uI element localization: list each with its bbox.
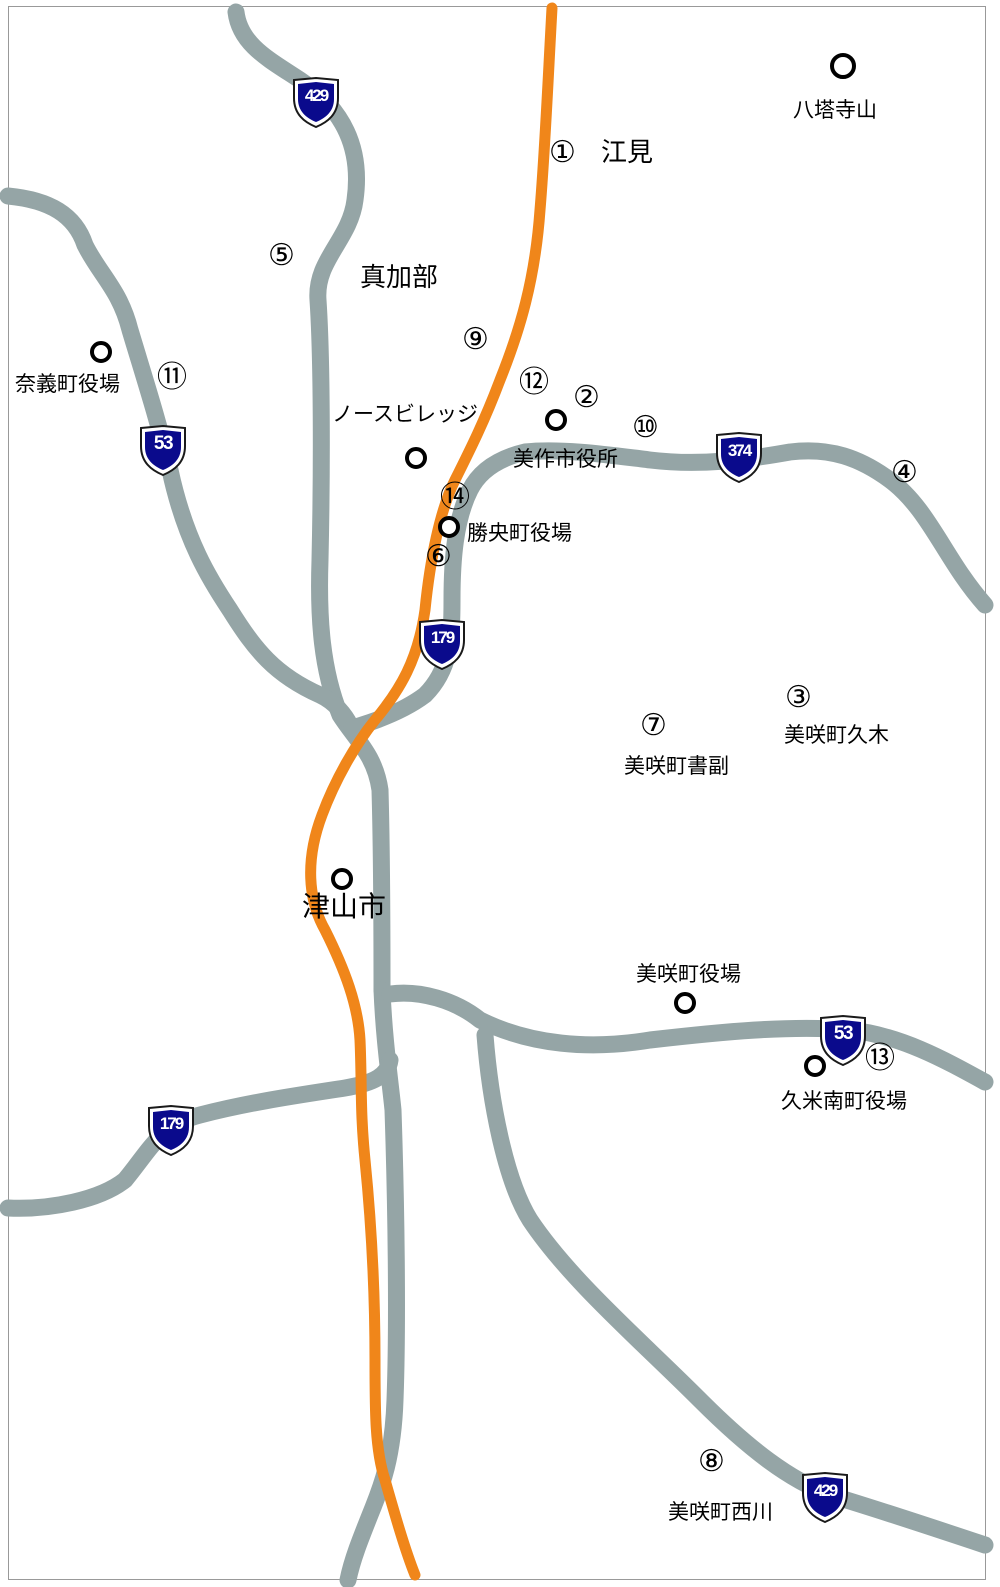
point-12: ⑫ <box>519 365 549 400</box>
label-emi: 江見 <box>601 138 654 168</box>
label-misaki-nishikawa: 美咲町西川 <box>668 1500 773 1524</box>
label-tsuyama: 津山市 <box>302 890 387 923</box>
route-shield-53-west: 53 <box>139 424 187 476</box>
road-route-429-south <box>476 1026 994 1554</box>
label-mimasaka-office: 美作市役所 <box>513 447 618 471</box>
route-shield-374: 374 <box>715 431 763 483</box>
point-9: ⑨ <box>462 322 489 357</box>
point-3: ③ <box>785 680 812 715</box>
place-marker-misaki-office <box>674 992 696 1014</box>
label-misaki-shozoe: 美咲町書副 <box>624 754 729 778</box>
route-number: 429 <box>813 1481 838 1500</box>
label-north-village: ノースビレッジ <box>332 402 478 426</box>
label-shoo-office: 勝央町役場 <box>467 521 572 545</box>
route-number: 53 <box>833 1023 854 1044</box>
point-1: ① <box>549 135 576 170</box>
label-kumenan-office: 久米南町役場 <box>781 1089 907 1113</box>
route-shield-429-north: 429 <box>292 76 340 128</box>
route-number: 179 <box>430 628 455 647</box>
place-marker-shoo-office <box>438 516 460 538</box>
route-shield-429-south: 429 <box>801 1471 849 1523</box>
point-2: ② <box>573 380 600 415</box>
point-4: ④ <box>891 455 918 490</box>
road-trunk-tsuyama <box>339 981 405 1587</box>
point-11: ⑪ <box>157 360 187 395</box>
label-hattoujisan: 八塔寺山 <box>793 98 877 122</box>
label-misaki-office: 美咲町役場 <box>636 962 741 986</box>
road-route-53-east <box>381 984 994 1091</box>
place-marker-mimasaka-office <box>545 409 567 431</box>
label-misaki-kuki: 美咲町久木 <box>784 723 889 747</box>
point-5: ⑤ <box>268 238 295 273</box>
route-number: 53 <box>153 433 174 454</box>
place-marker-north-village <box>405 447 427 469</box>
point-6: ⑥ <box>425 539 452 574</box>
place-marker-kumenan-office <box>804 1055 826 1077</box>
place-marker-hattoujisan <box>830 53 856 79</box>
route-shield-179-center: 179 <box>418 618 466 670</box>
route-number: 374 <box>727 441 752 460</box>
label-nagi-office: 奈義町役場 <box>15 372 120 396</box>
route-number: 429 <box>304 86 329 105</box>
railway-line <box>305 2 558 1581</box>
point-10: ⑩ <box>632 410 659 445</box>
route-number: 179 <box>159 1114 184 1133</box>
place-marker-tsuyama <box>331 868 353 890</box>
route-shield-179-south: 179 <box>147 1104 195 1156</box>
route-shield-53-east: 53 <box>819 1014 867 1066</box>
point-7: ⑦ <box>640 708 667 743</box>
label-makabe: 真加部 <box>360 263 439 293</box>
place-marker-nagi-office <box>90 341 112 363</box>
road-route-179-south <box>0 1051 399 1217</box>
point-13: ⑬ <box>865 1041 895 1076</box>
point-8: ⑧ <box>698 1444 725 1479</box>
point-14: ⑭ <box>440 480 470 515</box>
